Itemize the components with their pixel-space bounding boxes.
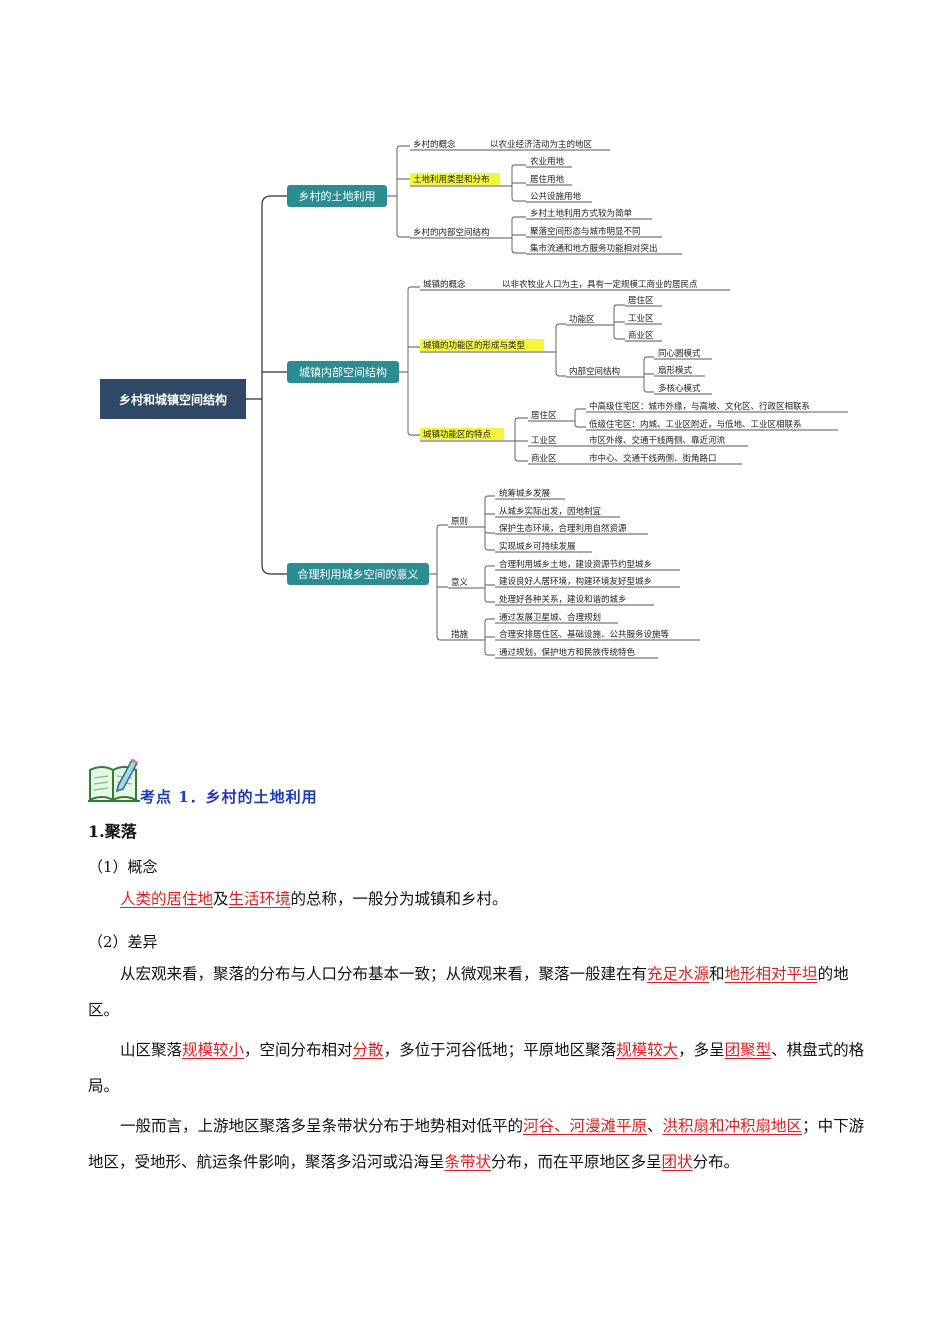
- urban-formation-label: 城镇的功能区的形成与类型: [423, 340, 526, 351]
- highlight-box: [420, 339, 544, 351]
- key-term: 生活环境: [228, 890, 291, 908]
- model-3: 多核心模式: [658, 383, 701, 394]
- branch-urban-structure: [287, 361, 399, 383]
- key-term: 团聚型: [724, 1041, 772, 1059]
- text: 及: [213, 890, 229, 908]
- principle-4: 实现城乡可持续发展: [499, 541, 576, 552]
- rural-type-3: 公共设施用地: [530, 191, 582, 202]
- model-2: 扇形模式: [658, 365, 693, 376]
- meaning-1: 合理利用城乡土地，建设资源节约型城乡: [499, 559, 652, 570]
- rural-structure-1: 乡村土地利用方式较为简单: [530, 208, 633, 219]
- key-term: 条带状: [444, 1153, 492, 1171]
- key-term: 规模较小: [182, 1041, 245, 1059]
- text: 分布。: [692, 1153, 740, 1171]
- func-zone-1: 居住区: [628, 295, 654, 306]
- rural-structure-2: 聚落空间形态与城市明显不同: [530, 226, 641, 237]
- text: 从宏观来看，聚落的分布与人口分布基本一致；从微观来看，聚落一般建在有: [120, 965, 648, 983]
- rural-structure-3: 集市流通和地方服务功能相对突出: [530, 243, 658, 254]
- text: 山区聚落: [120, 1041, 183, 1059]
- text: 一般而言，上游地区聚落多呈条带状分布于地势相对低平的: [120, 1117, 524, 1135]
- principle-1: 统筹城乡发展: [499, 488, 551, 499]
- text: ，空间分布相对: [244, 1041, 353, 1059]
- kaodian-header: 考点 1．乡村的土地利用: [88, 756, 878, 806]
- meaning-label: 意义: [451, 577, 469, 588]
- rural-type-1: 农业用地: [530, 156, 565, 167]
- paragraph-distribution: 从宏观来看，聚落的分布与人口分布基本一致；从微观来看，聚落一般建在有充足水源和地…: [88, 956, 878, 1028]
- res-high: 中高级住宅区：城市外缘，与高坡、文化区、行政区相联系: [589, 401, 810, 412]
- branch-urban-structure-label: 城镇内部空间结构: [299, 365, 387, 379]
- text: ；中下游地区，受地形、航运条件影响，聚落多沿河或沿海呈: [88, 1117, 865, 1171]
- res-zone-label: 居住区: [531, 410, 557, 421]
- root-node: [100, 379, 246, 419]
- branch-significance: [287, 563, 429, 585]
- book-pencil-icon: [88, 758, 140, 802]
- func-zone-label: 功能区: [569, 314, 595, 325]
- rural-type-2: 居住用地: [530, 174, 565, 185]
- principle-2: 从城乡实际出发，因地制宜: [499, 506, 602, 517]
- principle-label: 原则: [451, 516, 468, 527]
- rural-concept-label: 乡村的概念: [413, 139, 456, 150]
- root-node-label: 乡村和城镇空间结构: [119, 392, 227, 407]
- text: 的地区。: [88, 965, 849, 1019]
- mind-map: 乡村和城镇空间结构 乡村的土地利用 城镇内部空间结构 合理利用城乡空间的意义 乡…: [100, 139, 848, 659]
- branch-significance-label: 合理利用城乡空间的意义: [298, 567, 419, 581]
- urban-concept-label: 城镇的概念: [423, 279, 466, 290]
- text: ，多位于河谷低地；平原地区聚落: [383, 1041, 617, 1059]
- text: 、: [647, 1117, 663, 1135]
- key-term: 分散: [352, 1041, 384, 1059]
- func-zone-3: 商业区: [628, 330, 654, 341]
- text: 的总称，一般分为城镇和乡村。: [290, 890, 508, 908]
- rural-structure-label: 乡村的内部空间结构: [413, 227, 490, 238]
- text: 和: [709, 965, 725, 983]
- meaning-3: 处理好各种关系，建设和谐的城乡: [499, 594, 627, 605]
- model-1: 同心圆模式: [658, 348, 701, 359]
- measure-1: 通过发展卫星城、合理规划: [499, 612, 601, 623]
- rural-types-label: 土地利用类型和分布: [413, 174, 490, 185]
- com-zone-text: 市中心、交通干线两侧、街角路口: [589, 453, 717, 464]
- highlight-box: [410, 173, 500, 185]
- urban-concept-text: 以非农牧业人口为主，具有一定规模工商业的居民点: [502, 279, 698, 290]
- key-term: 团状: [661, 1153, 693, 1171]
- key-term: 规模较大: [616, 1041, 679, 1059]
- branch-rural-land-use: [287, 185, 387, 207]
- subheading-concept: （1）概念: [88, 858, 158, 876]
- text: 、棋盘式的格局。: [88, 1041, 865, 1095]
- ind-zone-text: 市区外缘、交通干线两侧、靠近河流: [589, 435, 726, 446]
- subheading-difference: （2）差异: [88, 933, 158, 951]
- rural-concept-text: 以农业经济活动为主的地区: [490, 139, 593, 150]
- measure-3: 通过规划，保护地方和民族传统特色: [499, 647, 636, 658]
- key-term: 人类的居住地: [120, 890, 214, 908]
- content-section: 考点 1．乡村的土地利用 1.聚落 （1）概念 人类的居住地及生活环境的总称，一…: [88, 756, 878, 1180]
- text: 分布，而在平原地区多呈: [491, 1153, 662, 1171]
- highlight-box: [420, 428, 504, 440]
- func-zone-2: 工业区: [628, 313, 654, 324]
- paragraph-concept: 人类的居住地及生活环境的总称，一般分为城镇和乡村。: [88, 881, 878, 917]
- branch-rural-land-use-label: 乡村的土地利用: [299, 189, 376, 203]
- res-low: 低级住宅区：内城、工业区附近，与低地、工业区相联系: [589, 419, 802, 430]
- heading-settlement: 1.聚落: [88, 822, 137, 841]
- paragraph-mountain-plain: 山区聚落规模较小，空间分布相对分散，多位于河谷低地；平原地区聚落规模较大，多呈团…: [88, 1032, 878, 1104]
- measure-label: 措施: [451, 629, 469, 640]
- key-term: 充足水源: [647, 965, 710, 983]
- meaning-2: 建设良好人居环境，构建环境友好型城乡: [499, 576, 652, 587]
- key-term: 洪积扇和冲积扇地区: [662, 1117, 803, 1135]
- key-term: 地形相对平坦: [724, 965, 818, 983]
- paragraph-upstream-downstream: 一般而言，上游地区聚落多呈条带状分布于地势相对低平的河谷、河漫滩平原、洪积扇和冲…: [88, 1108, 878, 1180]
- kaodian-title: 考点 1．乡村的土地利用: [140, 788, 318, 806]
- key-term: 河谷、河漫滩平原: [523, 1117, 648, 1135]
- com-zone-label: 商业区: [531, 453, 557, 464]
- text: ，多呈: [678, 1041, 725, 1059]
- inner-structure-label: 内部空间结构: [569, 366, 620, 377]
- urban-features-label: 城镇功能区的特点: [423, 429, 492, 440]
- principle-3: 保护生态环境，合理利用自然资源: [499, 523, 627, 534]
- measure-2: 合理安排居住区、基础设施、公共服务设施等: [499, 629, 670, 640]
- ind-zone-label: 工业区: [531, 435, 557, 446]
